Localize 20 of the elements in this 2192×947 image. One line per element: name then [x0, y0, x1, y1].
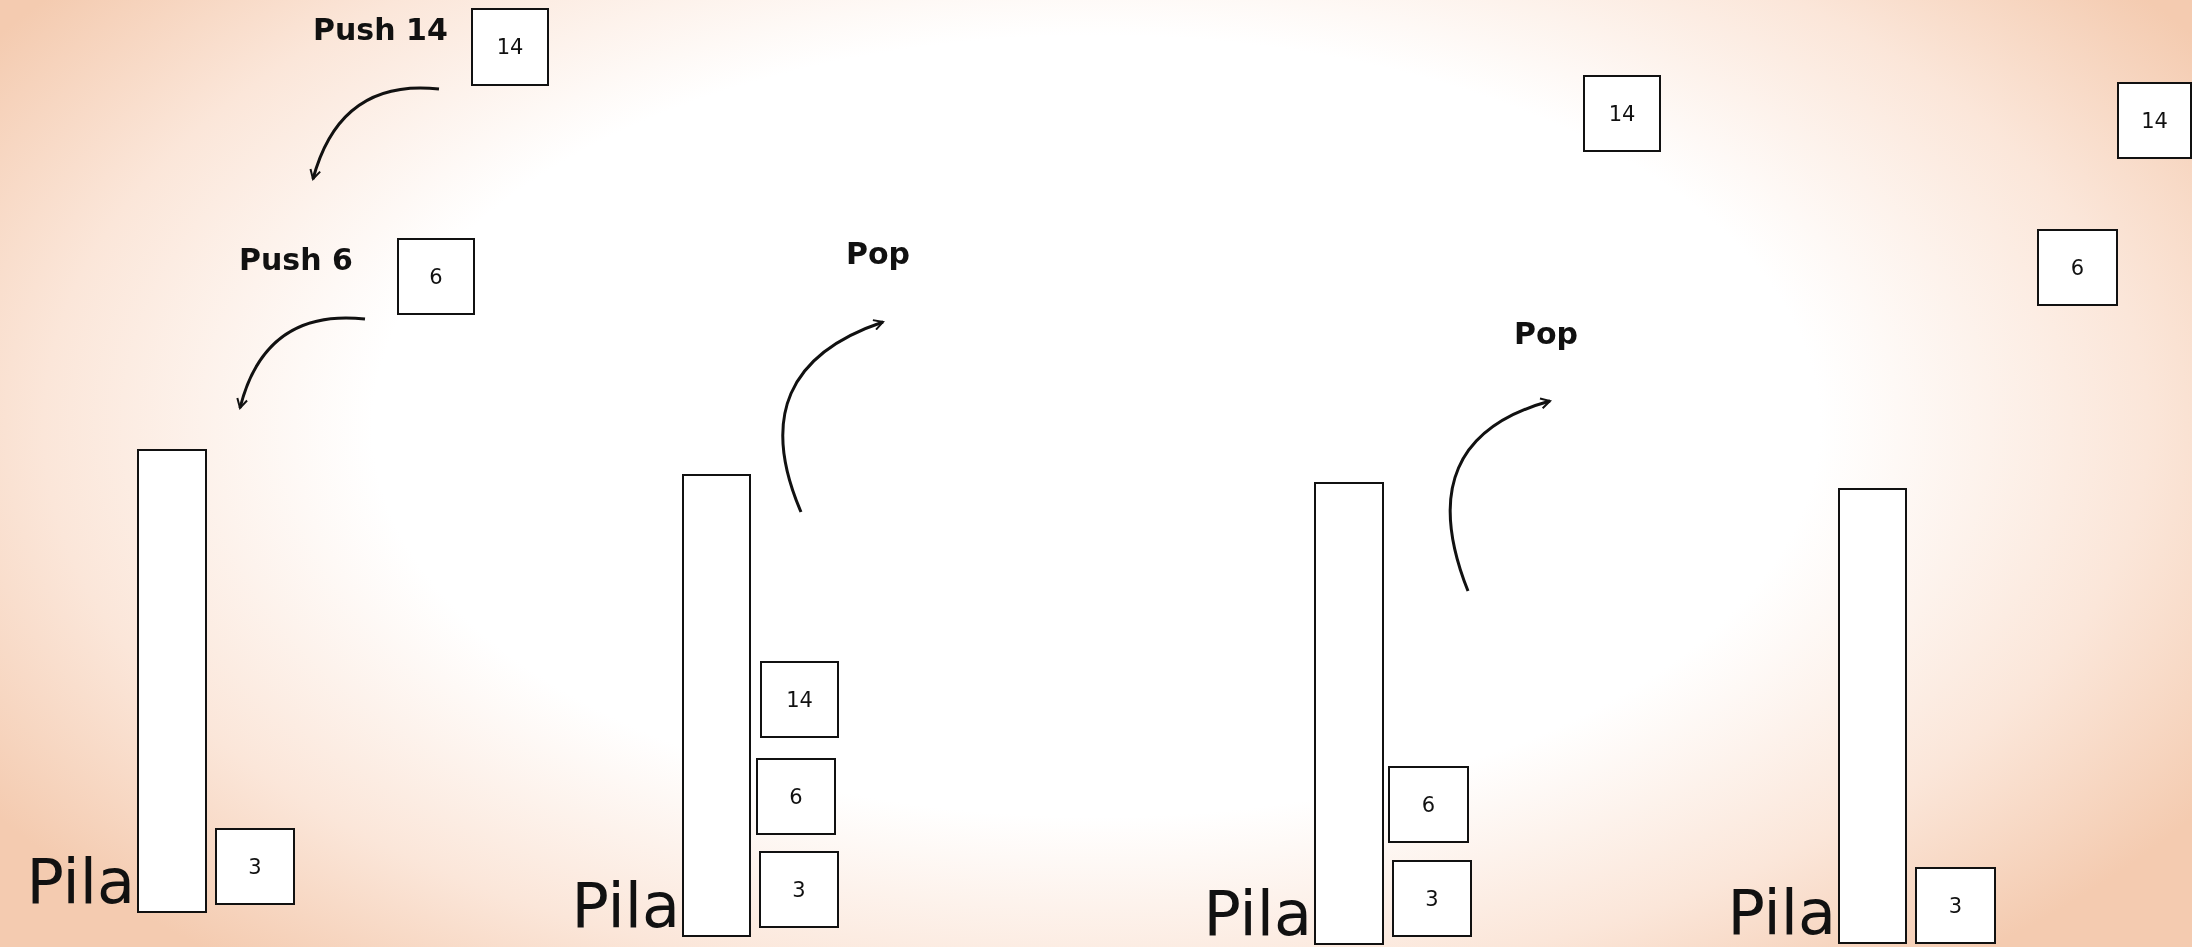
- operation-label: Pop: [1514, 316, 1579, 351]
- number-box: 14: [471, 8, 549, 86]
- number-box: 6: [397, 238, 475, 315]
- stack-label: Pila: [26, 851, 135, 913]
- number-box: 3: [1392, 860, 1472, 937]
- operation-label: Push 14: [313, 12, 448, 47]
- number-box: 3: [759, 851, 839, 928]
- number-box: 14: [760, 661, 839, 738]
- number-box: 3: [1915, 867, 1996, 944]
- stack-label: Pila: [571, 875, 680, 937]
- number-box: 6: [756, 758, 836, 835]
- stack-label: Pila: [1203, 883, 1312, 945]
- number-box: 14: [1583, 75, 1661, 152]
- operation-label: Pop: [846, 236, 911, 271]
- number-box: 3: [215, 828, 295, 905]
- stack-label: Pila: [1727, 882, 1836, 944]
- number-box: 6: [2037, 229, 2118, 306]
- number-box: 6: [1388, 766, 1469, 843]
- operation-label: Push 6: [239, 242, 353, 277]
- number-box: 14: [2117, 82, 2192, 159]
